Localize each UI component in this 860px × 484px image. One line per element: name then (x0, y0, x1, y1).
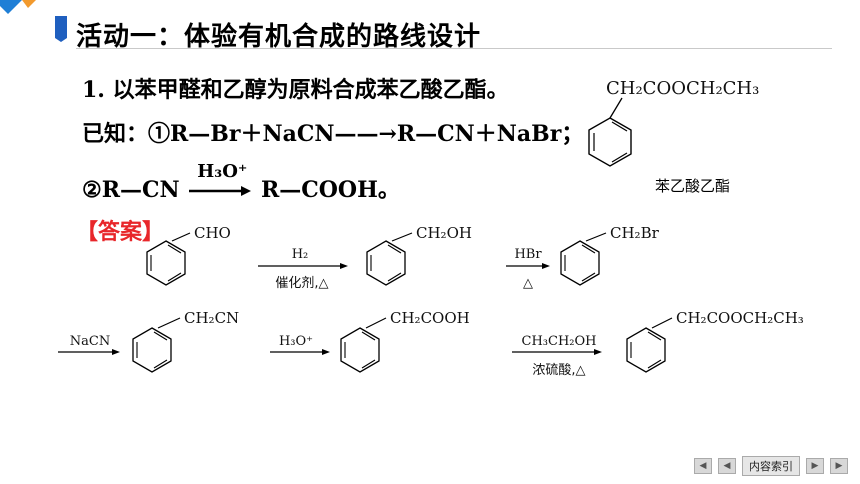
product-structure: CH₂COOCH₂CH₃ (588, 78, 759, 167)
benzene-ring-icon (588, 117, 632, 167)
benzyl-bromide-structure: CH₂Br (560, 224, 660, 286)
substance-cho: CHO (194, 224, 231, 242)
known2-right: R—COOH。 (260, 177, 400, 203)
step4-reagent: H₃O⁺ (279, 334, 313, 349)
title-divider (76, 48, 832, 49)
ethyl-phenylacetate-structure: CH₂COOCH₂CH₃ (626, 309, 804, 373)
benzaldehyde-structure: CHO (146, 224, 231, 286)
product-formula: CH₂COOCH₂CH₃ (606, 78, 759, 99)
product-name: 苯乙酸乙酯 (655, 177, 731, 195)
substance-ch2br: CH₂Br (610, 224, 660, 242)
step5-reagent: CH₃CH₂OH (522, 334, 597, 349)
step3-reagent: NaCN (70, 334, 110, 349)
substance-ch2cooh: CH₂COOH (390, 309, 470, 327)
reaction-step-3: NaCN (58, 334, 120, 355)
known-condition-2: ②R—CN H₃O⁺ R—COOH。 (82, 161, 400, 204)
reaction-step-1: H₂ 催化剂,△ (257, 247, 349, 291)
reaction-step-2: HBr △ (506, 247, 550, 291)
step1-reagent: H₂ (292, 247, 309, 262)
benzyl-cyanide-structure: CH₂CN (132, 309, 239, 373)
known2-left: ②R—CN (82, 177, 180, 203)
content-index-button[interactable]: 内容索引 (742, 456, 800, 476)
title-marker-icon (55, 16, 67, 42)
last-page-button[interactable]: ▶ (830, 458, 848, 474)
step2-condition: △ (523, 276, 533, 291)
substance-ch2cn: CH₂CN (184, 309, 239, 327)
slide-navigation: ◀ ◀ 内容索引 ▶ ▶ (694, 456, 848, 476)
next-page-button[interactable]: ▶ (806, 458, 824, 474)
first-page-button[interactable]: ◀ (694, 458, 712, 474)
known-condition-1: 已知：①R—Br＋NaCN——→R—CN＋NaBr； (82, 121, 584, 147)
substance-ch2cooch2ch3: CH₂COOCH₂CH₃ (676, 309, 804, 327)
page-title: 活动一：体验有机合成的路线设计 (76, 22, 482, 52)
known2-reagent: H₃O⁺ (197, 161, 248, 182)
benzyl-alcohol-structure: CH₂OH (366, 224, 472, 286)
synthesis-scheme: CHO H₂ 催化剂,△ CH₂OH HBr △ CH₂Br NaCN CH₂C… (58, 224, 804, 378)
substance-ch2oh: CH₂OH (416, 224, 472, 242)
phenylacetic-acid-structure: CH₂COOH (340, 309, 470, 373)
question-text: 1. 以苯甲醛和乙醇为原料合成苯乙酸乙酯。 (82, 77, 509, 103)
step5-condition: 浓硫酸,△ (532, 363, 585, 378)
reaction-step-4: H₃O⁺ (270, 334, 330, 355)
step1-condition: 催化剂,△ (275, 276, 328, 291)
known2-arrow: H₃O⁺ (187, 161, 253, 201)
reaction-arrow-icon (189, 186, 252, 196)
answer-label: 【答案】 (76, 220, 165, 245)
previous-page-button[interactable]: ◀ (718, 458, 736, 474)
reaction-step-5: CH₃CH₂OH 浓硫酸,△ (511, 334, 603, 378)
corner-decoration (0, 0, 36, 14)
step2-reagent: HBr (514, 247, 542, 262)
